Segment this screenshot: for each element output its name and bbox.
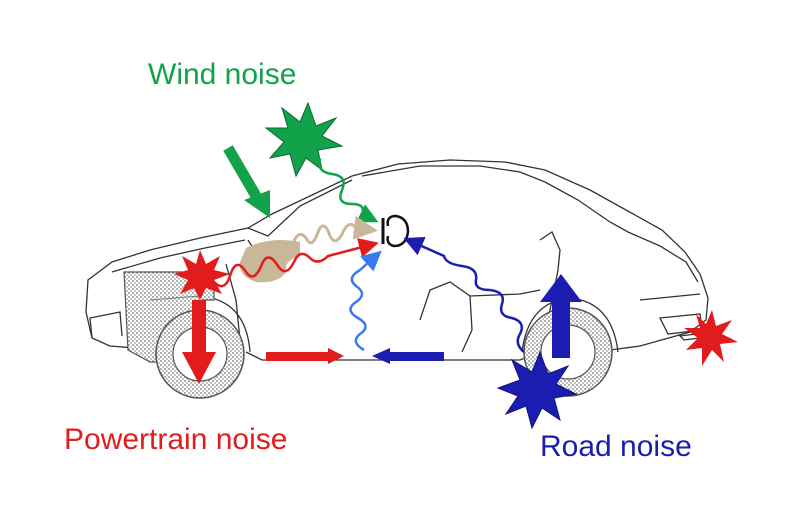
powertrain-burst-icon bbox=[174, 250, 230, 300]
exhaust-burst-icon bbox=[684, 310, 738, 366]
listener-ear-icon bbox=[381, 214, 410, 248]
road-burst-icon bbox=[496, 350, 578, 430]
road-noise-label: Road noise bbox=[540, 430, 692, 463]
powertrain-noise-path bbox=[211, 238, 379, 288]
road-floor-arrow bbox=[372, 348, 444, 364]
road-noise-path bbox=[403, 236, 525, 353]
road-up-arrow bbox=[540, 274, 582, 358]
floor-noise-path bbox=[349, 250, 382, 352]
powertrain-floor-arrow bbox=[266, 348, 344, 364]
structure-noise-path bbox=[290, 215, 378, 247]
powertrain-noise-label: Powertrain noise bbox=[64, 423, 288, 456]
wind-burst-icon bbox=[264, 101, 344, 178]
wind-flow-arrow bbox=[223, 145, 270, 218]
wind-noise-path bbox=[318, 157, 379, 223]
powertrain-down-arrow bbox=[182, 300, 216, 384]
wind-noise-label: Wind noise bbox=[148, 58, 297, 91]
